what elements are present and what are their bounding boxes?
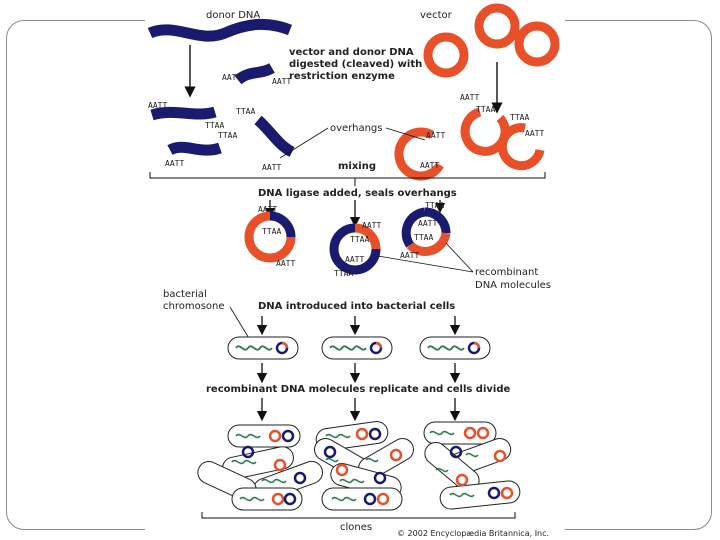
bacterial-cells-row (227, 336, 491, 360)
ligase-label: DNA ligase added, seals overhangs (258, 188, 457, 199)
svg-text:TTAA: TTAA (414, 233, 433, 242)
svg-text:AATT: AATT (460, 93, 479, 102)
fragment-sequences: AATT AATT AATT TTAA TTAA TTAA AATT AATT (148, 73, 291, 172)
svg-text:recombinant: recombinant (475, 267, 538, 278)
svg-text:TTAA: TTAA (476, 105, 495, 114)
svg-text:AATT: AATT (276, 259, 295, 268)
clone-cluster-right (423, 421, 521, 510)
vector-plasmids (423, 3, 560, 78)
chromosome-pointer (229, 306, 251, 341)
svg-text:AATT: AATT (165, 159, 184, 168)
svg-text:TTAA: TTAA (510, 113, 529, 122)
svg-text:DNA molecules: DNA molecules (475, 280, 551, 291)
svg-text:AATT: AATT (258, 205, 277, 214)
recombinant-pointer-b (445, 242, 474, 273)
vector-sequences: AATT TTAA AATT AATT TTAA AATT (420, 93, 544, 170)
overhang-pointer-left (279, 127, 329, 159)
recombinant-plasmids (244, 207, 451, 275)
svg-text:AATT: AATT (426, 131, 445, 140)
bacterium-1 (227, 336, 299, 360)
overhang-pointer-right (385, 127, 426, 141)
svg-text:digested (cleaved) with: digested (cleaved) with (289, 59, 422, 70)
svg-text:TTAA: TTAA (425, 201, 444, 210)
svg-text:TTAA: TTAA (334, 269, 353, 278)
mixing-bracket (149, 172, 546, 179)
svg-text:vector and donor DNA: vector and donor DNA (289, 47, 414, 58)
svg-text:TTAA: TTAA (205, 121, 224, 130)
bacterial-chromosome-label: bacterial chromosone (163, 289, 225, 312)
svg-text:AATT: AATT (400, 251, 419, 260)
svg-text:TTAA: TTAA (218, 131, 237, 140)
donor-fragments (150, 63, 295, 157)
svg-text:TTAA: TTAA (262, 227, 281, 236)
introduced-label: DNA introduced into bacterial cells (258, 301, 455, 312)
svg-text:AATT: AATT (148, 101, 167, 110)
recombinant-label: recombinant DNA molecules (475, 267, 551, 291)
mixing-label: mixing (338, 161, 376, 172)
svg-text:AATT: AATT (362, 221, 381, 230)
donor-dna-label: donor DNA (206, 10, 260, 21)
recombinant-pointer-a (377, 255, 474, 273)
overhangs-label: overhangs (330, 123, 383, 134)
opened-vectors (394, 107, 545, 181)
svg-text:AATT: AATT (345, 255, 364, 264)
svg-text:restriction enzyme: restriction enzyme (289, 71, 395, 82)
clone-cluster-left (197, 424, 323, 511)
svg-text:chromosone: chromosone (163, 301, 225, 312)
bacterium-3 (419, 336, 491, 360)
bacterium-2 (321, 336, 393, 360)
donor-dna-strand (147, 18, 293, 42)
svg-text:AATT: AATT (262, 163, 281, 172)
recombinant-sequences: AATT TTAA AATT TTAA AATT AATT TTAA TTAA … (258, 201, 444, 278)
clones-bracket (201, 512, 516, 519)
vector-label: vector (420, 10, 453, 21)
clone-cluster-middle (314, 421, 414, 511)
copyright-text: © 2002 Encyclopædia Britannica, Inc. (397, 529, 549, 538)
svg-text:AATT: AATT (272, 77, 291, 86)
svg-text:TTAA: TTAA (350, 235, 369, 244)
clones-label: clones (340, 522, 372, 533)
svg-text:AATT: AATT (525, 129, 544, 138)
digested-label: vector and donor DNA digested (cleaved) … (289, 47, 422, 82)
svg-text:bacterial: bacterial (163, 289, 207, 300)
svg-text:AATT: AATT (222, 73, 241, 82)
svg-text:AATT: AATT (420, 161, 439, 170)
replicate-label: recombinant DNA molecules replicate and … (206, 384, 510, 395)
svg-text:TTAA: TTAA (236, 107, 255, 116)
svg-text:AATT: AATT (418, 219, 437, 228)
